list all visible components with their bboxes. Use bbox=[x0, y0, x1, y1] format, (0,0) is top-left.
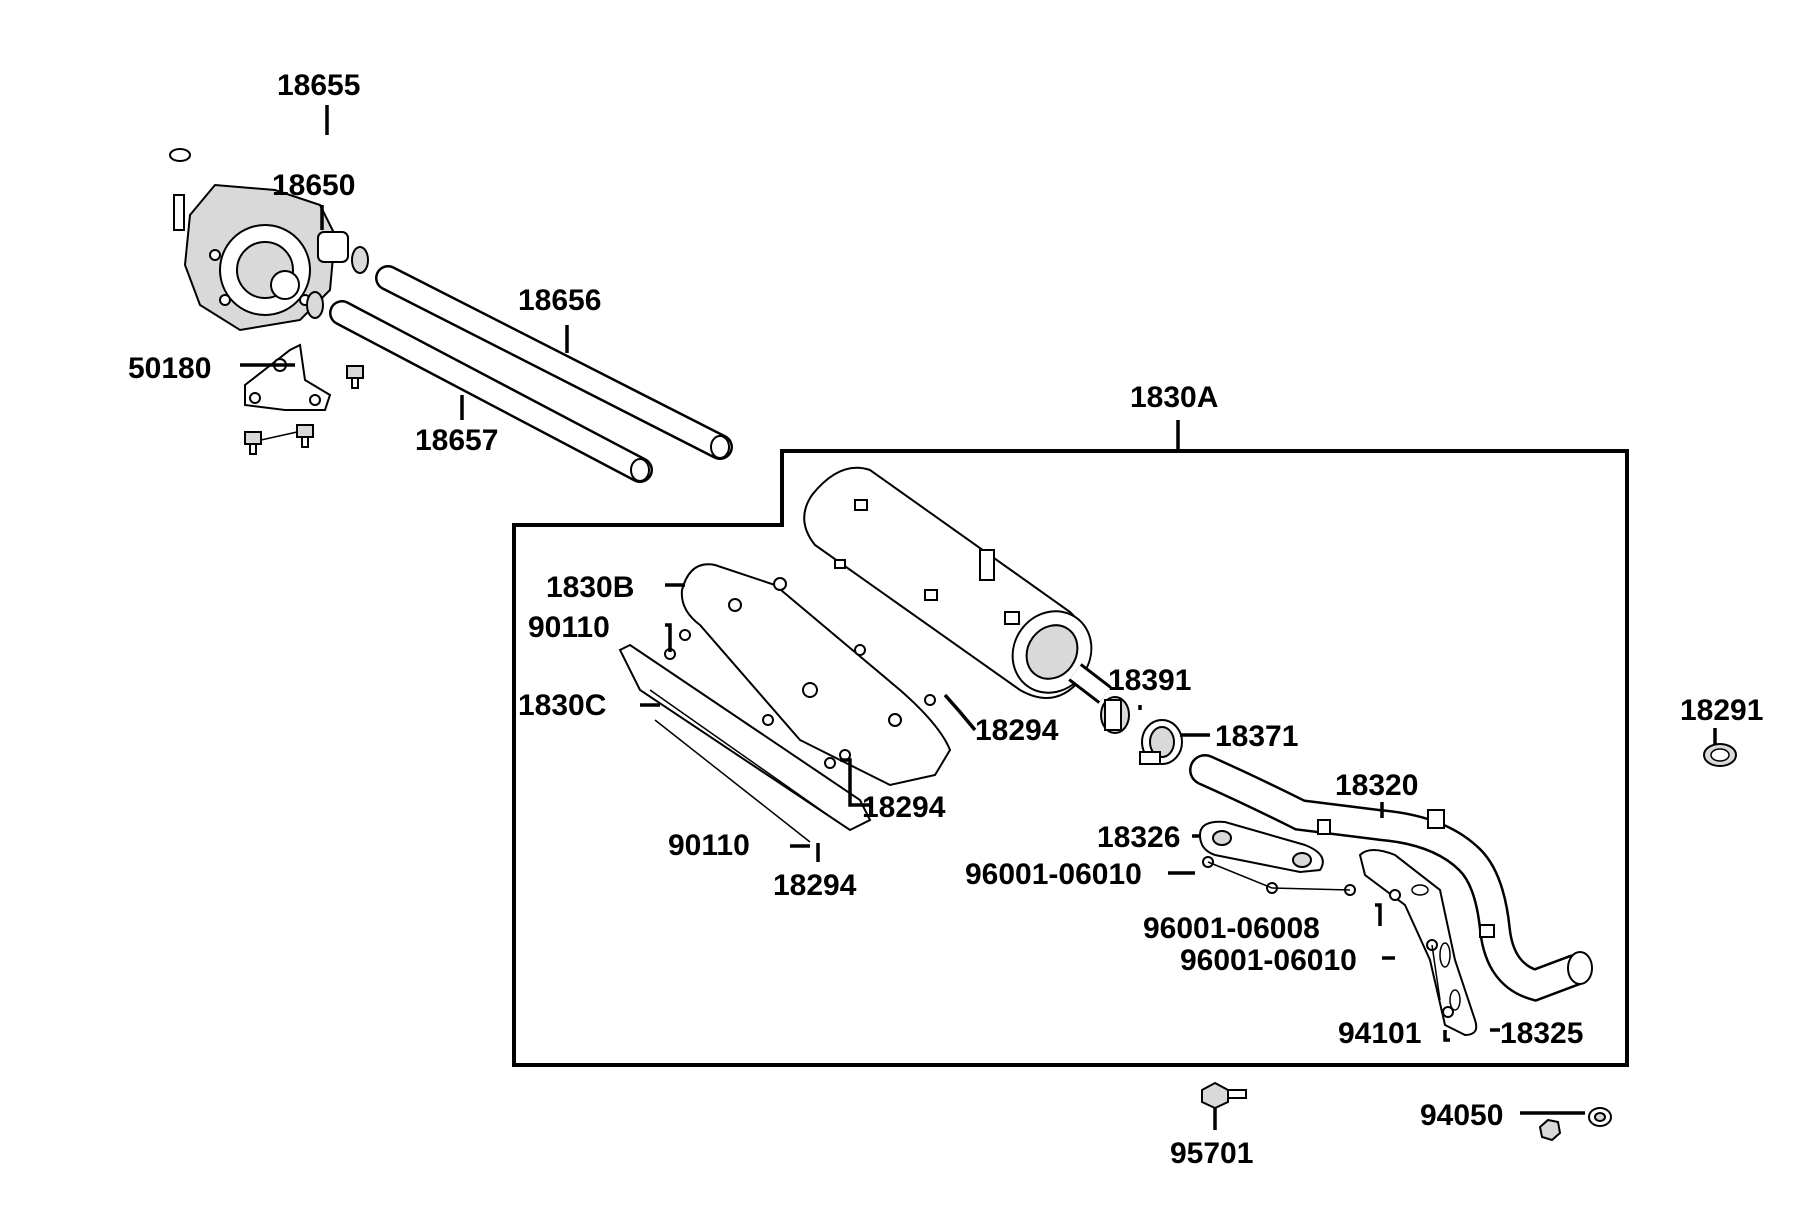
label-18294-lower: 18294 bbox=[773, 869, 857, 902]
part-bolt bbox=[346, 365, 364, 389]
part-95701-bolt bbox=[1201, 1081, 1247, 1110]
label-18655: 18655 bbox=[277, 69, 360, 102]
label-1830C: 1830C bbox=[518, 689, 606, 722]
leader-lines bbox=[240, 105, 1717, 1130]
label-96001-06010-lower: 96001-06010 bbox=[1180, 944, 1357, 977]
part-clip bbox=[169, 148, 191, 162]
label-96001-06010-upper: 96001-06010 bbox=[965, 858, 1142, 891]
label-18656: 18656 bbox=[518, 284, 601, 317]
part-94050-nut bbox=[1538, 1107, 1612, 1142]
assembly-frame-1830A bbox=[512, 449, 1629, 1067]
part-18320-exhaust-pipe bbox=[1189, 754, 1593, 1002]
label-95701: 95701 bbox=[1170, 1137, 1253, 1170]
part-18326-cover bbox=[1198, 820, 1324, 874]
label-18326: 18326 bbox=[1097, 821, 1180, 854]
part-18657-tube bbox=[329, 300, 653, 483]
label-96001-06008: 96001-06008 bbox=[1143, 912, 1320, 945]
label-18391: 18391 bbox=[1108, 664, 1191, 697]
label-90110-lower: 90110 bbox=[668, 829, 750, 862]
label-18320: 18320 bbox=[1335, 769, 1418, 802]
part-clamp bbox=[306, 291, 324, 319]
ring-hole bbox=[1710, 748, 1730, 762]
label-94050: 94050 bbox=[1420, 1099, 1503, 1132]
part-bolt bbox=[244, 431, 262, 455]
part-50180-bracket bbox=[244, 343, 332, 411]
label-18657: 18657 bbox=[415, 424, 498, 457]
bolt-connector-line bbox=[260, 431, 298, 441]
part-18371-clamp bbox=[1139, 719, 1183, 765]
part-18391-gasket bbox=[1100, 696, 1130, 734]
label-18371: 18371 bbox=[1215, 720, 1298, 753]
label-1830A: 1830A bbox=[1130, 381, 1218, 414]
label-18294-middle: 18294 bbox=[862, 791, 946, 824]
part-muffler bbox=[803, 466, 1112, 704]
part-18650-valve bbox=[173, 183, 349, 332]
part-bolt-94101 bbox=[1426, 939, 1454, 1018]
part-clamp bbox=[351, 246, 369, 274]
part-1830C-strip bbox=[618, 629, 872, 843]
label-18291: 18291 bbox=[1680, 694, 1763, 727]
label-18650: 18650 bbox=[272, 169, 355, 202]
part-bolt bbox=[296, 424, 314, 448]
part-18655-bent-pipe bbox=[175, 60, 457, 250]
label-90110-upper: 90110 bbox=[528, 611, 610, 644]
label-18325: 18325 bbox=[1500, 1017, 1583, 1050]
part-1830B-heat-shield bbox=[680, 563, 952, 787]
label-94101: 94101 bbox=[1338, 1017, 1421, 1050]
part-bolt-96001 bbox=[1202, 856, 1401, 901]
part-18656-tube bbox=[375, 265, 733, 460]
label-18294-upper: 18294 bbox=[975, 714, 1059, 747]
label-1830B: 1830B bbox=[546, 571, 634, 604]
part-18325-pipe-guard bbox=[1358, 849, 1478, 1037]
label-50180: 50180 bbox=[128, 352, 211, 385]
